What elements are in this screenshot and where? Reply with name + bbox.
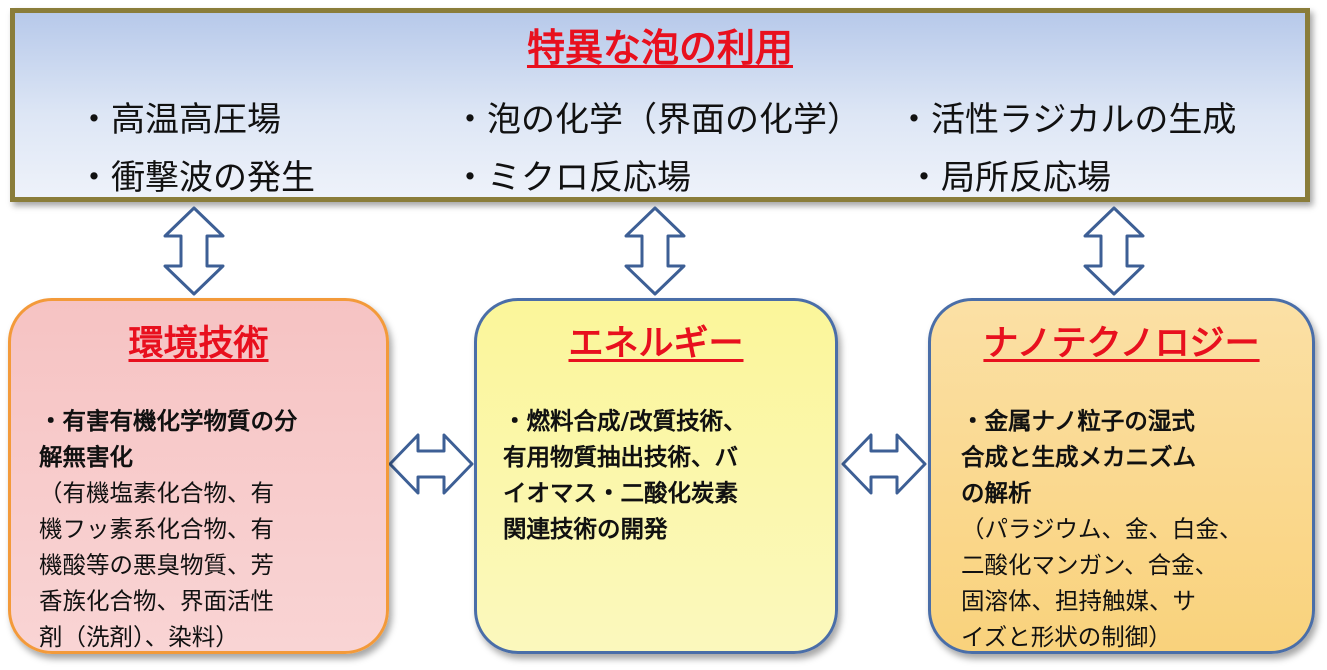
card-body-environment: ・有害有機化学物質の分 解無害化 （有機塩素化合物、有 機フッ素系化合物、有 機… [39,403,298,655]
top-item-high-temp-pressure: ・高温高圧場 [77,100,281,140]
card-title-environment: 環境技術 [128,324,269,364]
env-line: ・有害有機化学物質の分 [39,407,298,435]
card-body-energy: ・燃料合成/改質技術、 有用物質抽出技術、バ イオマス・二酸化炭素 関連技術の開… [503,403,747,547]
top-item-bubble-chemistry: ・泡の化学（界面の化学） [453,100,861,140]
top-item-micro-reaction: ・ミクロ反応場 [453,158,691,198]
nano-line: 二酸化マンガン、合金、 [961,551,1219,579]
top-item-shock-wave: ・衝撃波の発生 [77,158,315,198]
nano-line: 合成と生成メカニズム [961,443,1196,471]
nano-line: ・金属ナノ粒子の湿式 [961,407,1195,435]
horizontal-double-arrow-right [841,433,927,495]
vertical-double-arrow-center [624,206,686,296]
card-environmental-technology: 環境技術 ・有害有機化学物質の分 解無害化 （有機塩素化合物、有 機フッ素系化合… [8,298,389,654]
env-line: 機フッ素系化合物、有 [39,515,274,543]
top-title: 特異な泡の利用 [526,26,793,70]
vertical-double-arrow-left [163,206,225,296]
nano-line: の解析 [961,479,1032,507]
energy-line: 有用物質抽出技術、バ [503,443,738,471]
env-line: 香族化合物、界面活性 [39,587,274,615]
nano-line: 固溶体、担持触媒、サ [961,587,1196,615]
card-body-nanotechnology: ・金属ナノ粒子の湿式 合成と生成メカニズム の解析 （パラジウム、金、白金、 二… [961,403,1243,655]
card-title-energy: エネルギー [568,324,744,364]
top-item-local-reaction: ・局所反応場 [907,158,1111,198]
card-title-nanotechnology: ナノテクノロジー [983,324,1260,364]
nano-line: イズと形状の制御） [961,623,1172,651]
env-line: 解無害化 [39,443,133,471]
vertical-double-arrow-right [1083,206,1145,296]
env-line: （有機塩素化合物、有 [39,479,274,507]
energy-line: ・燃料合成/改質技術、 [503,407,747,435]
top-item-radical-generation: ・活性ラジカルの生成 [897,100,1237,140]
card-energy: エネルギー ・燃料合成/改質技術、 有用物質抽出技術、バ イオマス・二酸化炭素 … [474,298,838,654]
horizontal-double-arrow-left [388,433,474,495]
env-line: 機酸等の悪臭物質、芳 [39,551,274,579]
top-box: 特異な泡の利用 ・高温高圧場 ・泡の化学（界面の化学） ・活性ラジカルの生成 ・… [10,8,1310,202]
card-nanotechnology: ナノテクノロジー ・金属ナノ粒子の湿式 合成と生成メカニズム の解析 （パラジウ… [928,298,1315,654]
energy-line: 関連技術の開発 [503,515,668,543]
env-line: 剤（洗剤）、染料） [39,623,239,651]
energy-line: イオマス・二酸化炭素 [503,479,738,507]
nano-line: （パラジウム、金、白金、 [961,515,1243,543]
